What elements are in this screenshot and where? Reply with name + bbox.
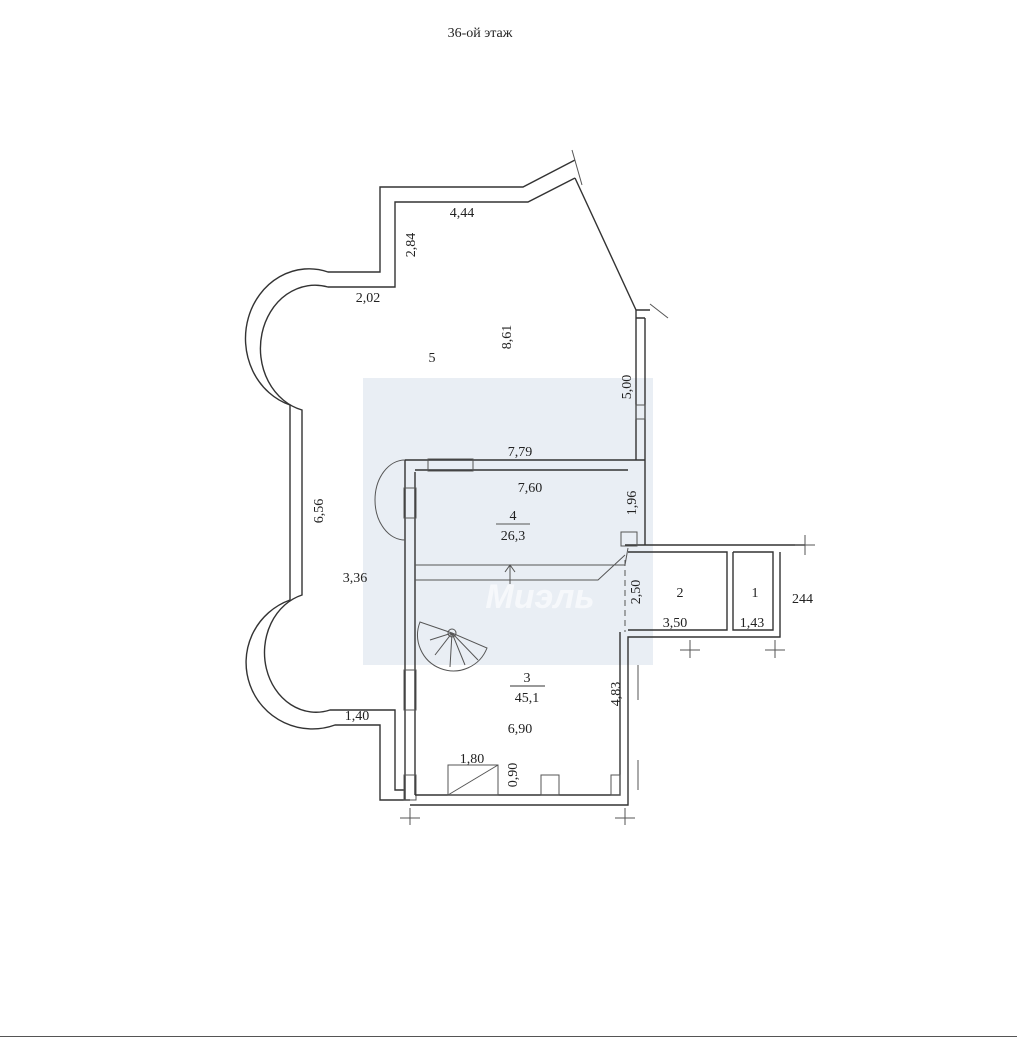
dimension-label: 1,40 [345, 709, 370, 724]
bay-arc [374, 459, 406, 541]
dimension-label: 2,84 [404, 233, 419, 258]
room-4-number: 4 [510, 509, 517, 524]
dimension-label: 4,44 [450, 206, 475, 221]
room-5-number: 5 [429, 351, 436, 366]
page-bottom-border [0, 1036, 1017, 1037]
dimension-label: 0,90 [506, 763, 521, 788]
dimension-label: 2,50 [629, 580, 644, 605]
watermark-logo: Миэль [485, 578, 594, 616]
dimension-label: 7,79 [508, 445, 533, 460]
service-rooms-walls [410, 544, 805, 806]
dimension-label: 1,80 [460, 752, 485, 767]
right-wall [635, 309, 650, 545]
dimension-label: 6,56 [312, 499, 327, 524]
room-1-number: 1 [752, 586, 759, 601]
inner-wall [259, 177, 576, 791]
dimension-label: 1,43 [740, 616, 765, 631]
room-3-area: 45,1 [515, 691, 540, 706]
dimension-label: 2,02 [356, 291, 381, 306]
dimension-label: 3,36 [343, 571, 368, 586]
dimension-label: 5,00 [620, 375, 635, 400]
dimension-label: 4,83 [609, 682, 624, 707]
bathtub-fixture [447, 764, 499, 796]
dimension-label: 6,90 [508, 722, 533, 737]
floor-title: 36-ой этаж [448, 26, 513, 41]
dimension-label: 7,60 [518, 481, 543, 496]
apartment-number: 244 [792, 592, 813, 607]
dimension-label: 3,50 [663, 616, 688, 631]
room-4-area: 26,3 [501, 529, 526, 544]
watermark-background [363, 378, 653, 665]
spiral-staircase-icon [417, 621, 488, 672]
glazing [574, 177, 637, 311]
dimension-label: 1,96 [625, 491, 640, 516]
interior-wall [404, 459, 645, 800]
dimension-label: 8,61 [500, 325, 515, 350]
room-2-number: 2 [677, 586, 684, 601]
room-3-number: 3 [524, 671, 531, 686]
